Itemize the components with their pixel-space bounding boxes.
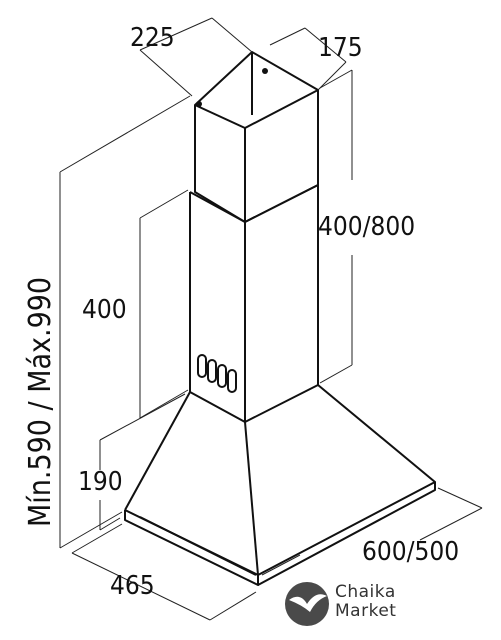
brand-name-line2: Market (335, 601, 397, 621)
dim-total-height: Mín.590 / Máx.990 (23, 277, 58, 527)
brand-name-line1: Chaika (335, 582, 396, 602)
dim-chimney-width: 225 (130, 23, 175, 53)
screw-hole-icon (262, 68, 268, 74)
dim-canopy-height: 190 (78, 467, 123, 497)
upper-chimney (194, 51, 319, 223)
brand-logo: Chaika Market (283, 578, 433, 630)
dim-hood-depth: 465 (110, 571, 155, 601)
hood-outline (124, 51, 436, 586)
chaika-logo-icon (285, 582, 329, 626)
canopy (124, 384, 436, 586)
dim-hood-width: 600/500 (362, 537, 459, 567)
vent-slots-icon (197, 354, 237, 393)
dim-upper-chimney-height: 400/800 (318, 212, 415, 242)
dimension-lines (59, 17, 483, 621)
dim-chimney-depth: 175 (318, 33, 363, 63)
screw-hole-icon (196, 101, 202, 107)
dim-lower-chimney-height: 400 (82, 295, 127, 325)
lower-chimney (189, 184, 319, 423)
